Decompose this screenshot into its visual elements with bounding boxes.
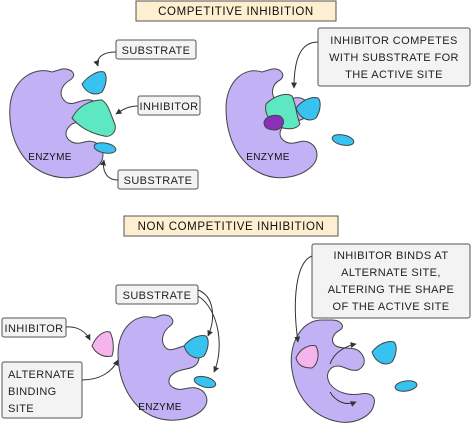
substrate-top-label-box xyxy=(115,39,197,60)
noncomp-inhibitor-label-box xyxy=(1,317,67,338)
substrate-top-callout: SUBSTRATE xyxy=(93,39,197,67)
enzyme-left-label: ENZYME xyxy=(28,152,71,163)
substrate-altered-bottom xyxy=(394,380,418,392)
noncomp-inhibitor-label: INHIBITOR xyxy=(4,323,63,335)
noncomp-substrate-arrow-2 xyxy=(197,295,220,373)
noncomp-inhibitor-arrow xyxy=(65,326,91,341)
substrate-top-left xyxy=(81,71,107,95)
enzyme-right-label: ENZYME xyxy=(246,152,289,163)
bound-inhibitor-part xyxy=(263,114,284,131)
competitive-note-line-1: INHIBITOR COMPETES xyxy=(330,35,457,47)
substrate-top-label: SUBSTRATE xyxy=(122,45,191,57)
noncomp-note-line-4: OF THE ACTIVE SITE xyxy=(332,301,449,313)
noncomp-substrate-label-box xyxy=(115,284,199,305)
noncomp-note-box xyxy=(311,243,471,319)
alternate-site-line-1: ALTERNATE xyxy=(8,369,75,381)
substrate-bottom-callout: SUBSTRATE xyxy=(100,159,199,190)
alternate-site-line-3: SITE xyxy=(8,403,34,415)
noncomp-note-line-3: ALTERING THE SHAPE xyxy=(328,284,455,296)
noncompetitive-section: NON COMPETITIVE INHIBITION ENZYME SUBSTR… xyxy=(1,215,471,423)
inhibitor-callout: INHIBITOR xyxy=(115,95,201,116)
inhibitor-label: INHIBITOR xyxy=(139,101,198,113)
alternate-site-arrow xyxy=(81,359,119,381)
competitive-inhibitor-left xyxy=(71,99,116,137)
substrate-bottom-label: SUBSTRATE xyxy=(124,175,193,187)
shape-change-arrow-top xyxy=(329,342,357,365)
competitive-note-box xyxy=(317,27,471,87)
competitive-title-bg xyxy=(135,0,337,22)
noncomp-substrate-label: SUBSTRATE xyxy=(123,290,192,302)
alternate-site-line-2: BINDING xyxy=(8,386,57,398)
competitive-title: COMPETITIVE INHIBITION xyxy=(158,6,314,18)
noncomp-inhibitor-callout: INHIBITOR xyxy=(1,317,91,341)
enzyme-altered xyxy=(290,319,375,423)
noncomp-note-line-1: INHIBITOR BINDS AT xyxy=(334,250,449,262)
noncomp-note-callout: INHIBITOR BINDS AT ALTERNATE SITE, ALTER… xyxy=(294,243,471,343)
substrate-noncomp-bottom xyxy=(193,375,217,389)
competitive-title-box: COMPETITIVE INHIBITION xyxy=(135,0,337,22)
noncomp-note-arrow xyxy=(294,255,313,343)
enzyme-noncomp-label: ENZYME xyxy=(138,402,181,413)
substrate-bottom-arrow xyxy=(100,159,119,181)
inhibitor-arrow xyxy=(115,105,139,115)
alternate-site-callout: ALTERNATE BINDING SITE xyxy=(1,359,119,419)
competitive-section: COMPETITIVE INHIBITION ENZYME SUBSTRATE … xyxy=(9,0,471,190)
competitive-note-callout: INHIBITOR COMPETES WITH SUBSTRATE FOR TH… xyxy=(291,27,471,89)
noncompetitive-title-box: NON COMPETITIVE INHIBITION xyxy=(123,215,339,237)
noncomp-note-line-2: ALTERNATE SITE, xyxy=(341,267,441,279)
competitive-note-arrow xyxy=(291,41,319,89)
substrate-bottom-right xyxy=(331,134,355,146)
shape-change-arrow-bottom xyxy=(329,391,357,407)
noncomp-substrate-callout: SUBSTRATE xyxy=(115,284,220,373)
substrate-noncomp-top xyxy=(183,335,209,359)
substrate-top-arrow xyxy=(93,51,117,67)
competitive-note-line-2: WITH SUBSTRATE FOR xyxy=(329,52,459,64)
enzyme-noncomp xyxy=(117,314,208,421)
noncomp-substrate-arrow-1 xyxy=(197,289,214,337)
substrate-altered-top xyxy=(371,341,397,365)
allosteric-inhibitor xyxy=(91,331,114,357)
enzyme-left xyxy=(9,68,104,179)
substrate-top-right xyxy=(295,97,321,121)
substrate-bottom-left xyxy=(93,142,117,154)
allosteric-inhibitor-bound xyxy=(295,345,319,369)
noncompetitive-title: NON COMPETITIVE INHIBITION xyxy=(138,221,325,233)
competitive-note-line-3: THE ACTIVE SITE xyxy=(345,69,443,81)
alternate-site-label-box xyxy=(1,361,83,419)
noncompetitive-title-bg xyxy=(123,215,339,237)
